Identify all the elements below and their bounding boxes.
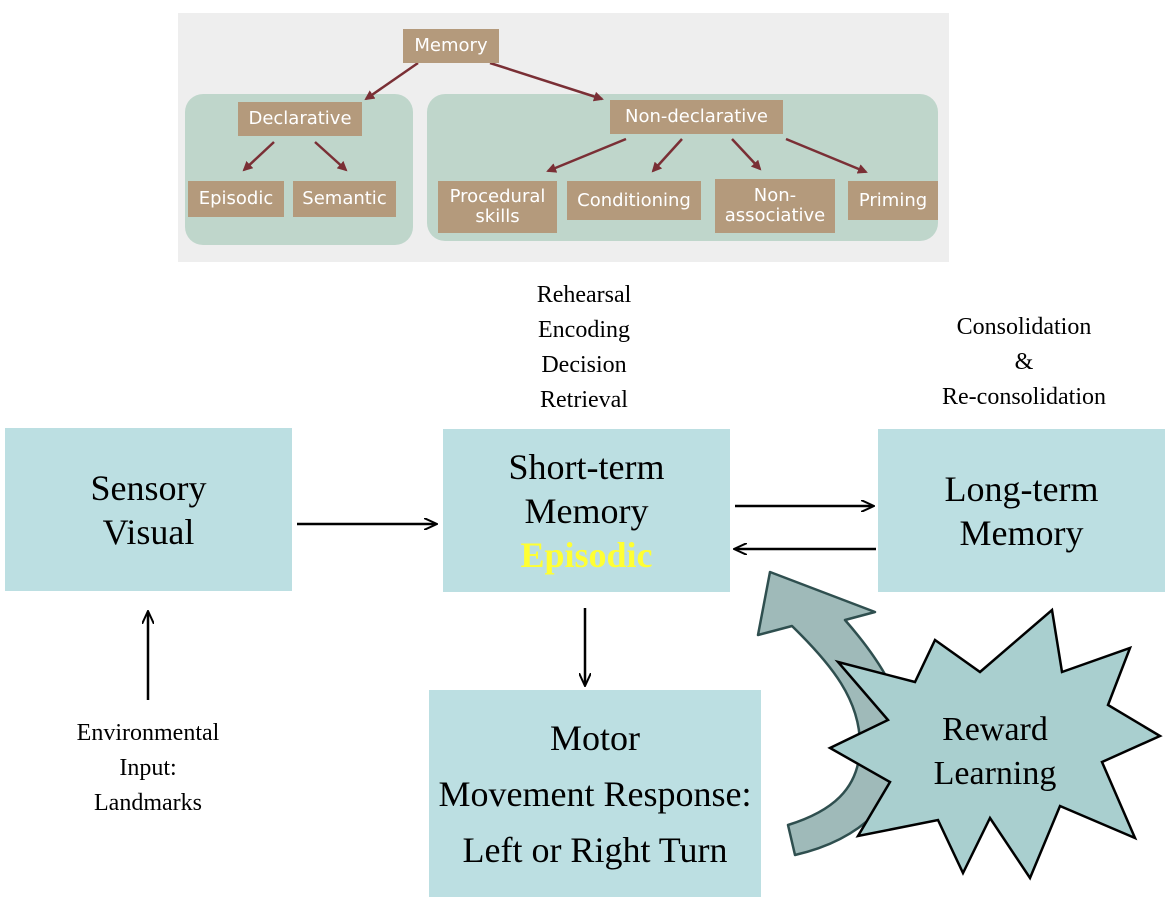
tag-episodic: Episodic [188, 181, 284, 217]
arrow-nondecl-to-procedural [546, 137, 627, 173]
tag-semantic: Semantic [293, 181, 396, 217]
motor-line2: Movement Response: [438, 773, 752, 814]
reward-learning-label: Reward Learning [900, 708, 1090, 796]
stm-line2: Memory [524, 490, 649, 531]
arrow-memory-to-non-declarative [489, 61, 604, 102]
reward-starburst [827, 607, 1163, 881]
motor-line1: Motor [550, 717, 640, 758]
tag-priming: Priming [848, 181, 938, 220]
process-retrieval: Retrieval [540, 387, 628, 413]
consolidation-line3: Re-consolidation [942, 384, 1106, 410]
short-term-memory-box: Short-term Memory Episodic [443, 429, 730, 592]
sensory-line2: Visual [102, 511, 195, 552]
consolidation-line1: Consolidation [956, 314, 1092, 340]
process-rehearsal: Rehearsal [536, 282, 632, 308]
consolidation-line2: & [1014, 349, 1034, 375]
environment-line2: Input: [119, 755, 177, 781]
long-term-memory-box: Long-term Memory [878, 429, 1165, 592]
sensory-line1: Sensory [90, 467, 207, 508]
tag-non-declarative: Non-declarative [610, 100, 783, 134]
arrow-memory-to-declarative [364, 61, 419, 101]
tag-non-associative: Non- associative [715, 179, 835, 233]
tag-memory: Memory [403, 29, 499, 63]
arrow-nondecl-to-priming [785, 137, 868, 174]
arrow-nondecl-to-conditioning [651, 138, 683, 173]
tag-conditioning: Conditioning [567, 181, 701, 220]
reward-line2: Learning [933, 755, 1057, 792]
motor-line3: Left or Right Turn [462, 829, 728, 870]
arrow-declarative-to-episodic [242, 141, 275, 172]
motor-response-box: Motor Movement Response: Left or Right T… [429, 690, 761, 897]
process-encoding: Encoding [538, 317, 630, 343]
taxonomy-arrows [242, 61, 868, 174]
environment-line3: Landmarks [94, 790, 202, 816]
environment-line1: Environmental [76, 720, 220, 746]
stm-processes-note: Rehearsal Encoding Decision Retrieval [474, 278, 694, 418]
environmental-input-note: Environmental Input: Landmarks [38, 716, 258, 821]
tag-declarative: Declarative [238, 102, 362, 136]
ltm-line1: Long-term [944, 468, 1099, 509]
stm-line1: Short-term [508, 446, 665, 487]
arrow-declarative-to-semantic [314, 141, 348, 172]
tag-procedural-skills: Procedural skills [438, 181, 557, 233]
arrow-nondecl-to-nonassociative [731, 138, 762, 171]
sensory-visual-box: Sensory Visual [5, 428, 292, 591]
stm-episodic-highlight: Episodic [520, 534, 653, 575]
reward-line1: Reward [942, 711, 1048, 748]
ltm-line2: Memory [959, 512, 1084, 553]
consolidation-note: Consolidation & Re-consolidation [904, 310, 1144, 415]
process-decision: Decision [541, 352, 627, 378]
memory-taxonomy-panel: Memory Declarative Episodic Semantic Non… [178, 13, 949, 262]
